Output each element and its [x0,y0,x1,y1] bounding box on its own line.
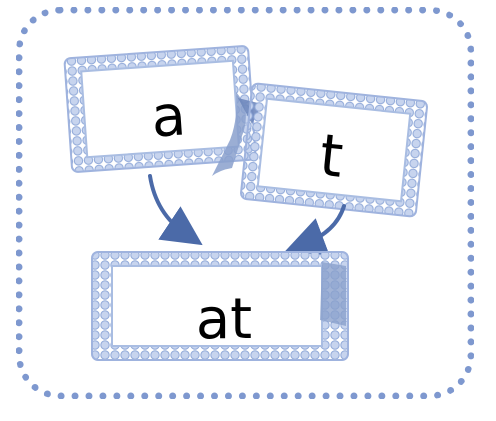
curved-arrow-icon-right [285,204,346,256]
curved-arrow-icon-left [148,174,203,246]
word-card-at: at [91,251,349,361]
letter-card-t: t [240,82,428,218]
letter-a-text: a [149,83,188,150]
letter-card-a: a [63,45,257,173]
dotted-frame [16,7,474,399]
word-at-text: at [196,287,252,352]
